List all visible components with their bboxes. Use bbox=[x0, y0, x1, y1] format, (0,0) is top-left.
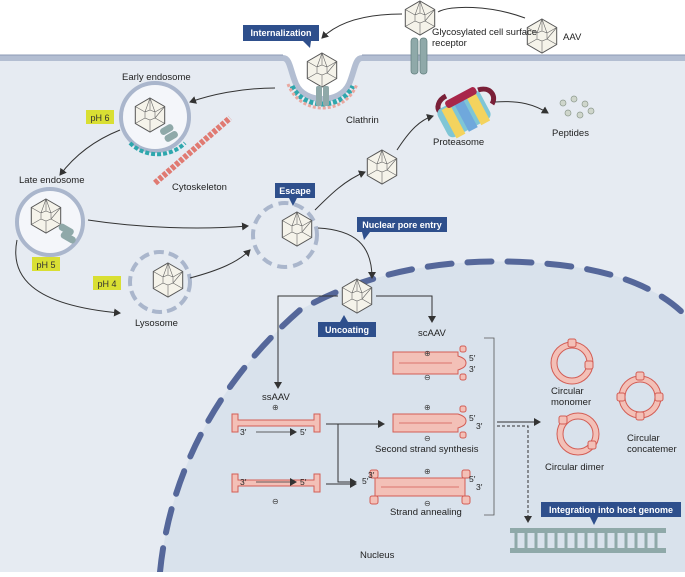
aav-capsid-pit bbox=[306, 52, 338, 88]
plasma-membrane bbox=[0, 55, 685, 102]
cytoskeleton-filament bbox=[153, 115, 232, 186]
late-endosome-label: Late endosome bbox=[19, 175, 85, 186]
host-genome-dna bbox=[510, 528, 666, 553]
receptor-right bbox=[419, 37, 428, 75]
lysosome-label: Lysosome bbox=[135, 318, 178, 329]
clathrin-coat bbox=[289, 84, 356, 107]
arrow-to-scaav bbox=[376, 295, 436, 323]
nuclear-pore-entry-label: Nuclear pore entry bbox=[362, 220, 442, 230]
ph5-badge bbox=[32, 257, 60, 271]
ph6-label: pH 6 bbox=[90, 113, 109, 123]
ssaav-bottom-5prime: 5′ bbox=[300, 477, 307, 487]
uncoating-label: Uncoating bbox=[325, 325, 369, 335]
proteasome-label: Proteasome bbox=[433, 137, 484, 148]
arrow-lysosome-to-escape bbox=[189, 249, 251, 279]
ssaav-top-3prime: 3′ bbox=[240, 427, 247, 437]
ssaav-strand-bottom bbox=[231, 473, 321, 493]
arrow-to-peptides bbox=[494, 101, 549, 114]
arrow-to-lysosome bbox=[15, 239, 121, 317]
arrow-escape-to-cytosol bbox=[314, 170, 366, 211]
scaav-3prime: 3′ bbox=[469, 364, 476, 374]
strand-annealing-label: Strand annealing bbox=[390, 507, 462, 518]
early-endosome-label: Early endosome bbox=[122, 72, 191, 83]
lysosome bbox=[128, 250, 192, 314]
arrow-to-late-endosome bbox=[59, 129, 121, 176]
nuclear-pore-entry-tag bbox=[357, 217, 447, 232]
scaav-hairpin bbox=[392, 345, 467, 381]
escape-tag bbox=[275, 183, 315, 198]
ssaav-top-plus: ⊕ bbox=[272, 403, 279, 412]
ssaav-label: ssAAV bbox=[262, 392, 290, 403]
escaping-vesicle bbox=[251, 201, 319, 269]
annealing-minus: ⊖ bbox=[424, 499, 431, 508]
integration-label: Integration into host genome bbox=[549, 505, 673, 515]
arrow-nuclear-entry bbox=[317, 227, 376, 279]
arrow-to-integration bbox=[497, 425, 532, 523]
peptides-dots bbox=[559, 95, 595, 119]
aav-capsid-bound bbox=[404, 0, 436, 36]
ph4-badge bbox=[93, 276, 121, 290]
aav-label: AAV bbox=[563, 32, 582, 43]
second-strand-5prime: 5′ bbox=[469, 413, 476, 423]
arrow-to-proteasome bbox=[396, 113, 434, 151]
escape-label: Escape bbox=[279, 186, 311, 196]
nucleus-label: Nucleus bbox=[360, 550, 395, 561]
label-line-2: receptor bbox=[432, 38, 467, 49]
second-strand-synthesis-label: Second strand synthesis bbox=[375, 444, 479, 455]
second-strand-minus: ⊖ bbox=[424, 434, 431, 443]
uncoating-tag bbox=[318, 322, 376, 337]
ph6-badge bbox=[86, 110, 114, 124]
ssaav-strand-top bbox=[231, 413, 321, 433]
receptor-left bbox=[410, 37, 419, 75]
scaav-plus: ⊕ bbox=[424, 349, 431, 358]
cytoskeleton-label: Cytoskeleton bbox=[172, 182, 227, 193]
internalization-tag bbox=[243, 25, 319, 41]
annealing-right-3prime: 3′ bbox=[476, 482, 483, 492]
second-strand-plus: ⊕ bbox=[424, 403, 431, 412]
scaav-label: scAAV bbox=[418, 328, 446, 339]
label-line-2: monomer bbox=[551, 397, 591, 408]
products-bracket bbox=[484, 337, 495, 516]
second-strand-3prime: 3′ bbox=[476, 421, 483, 431]
peptides-label: Peptides bbox=[552, 128, 589, 139]
arrow-to-pit bbox=[321, 13, 403, 39]
ph5-label: pH 5 bbox=[36, 260, 55, 270]
nuclear-envelope bbox=[157, 258, 685, 575]
arrow-to-early-endosome bbox=[189, 87, 276, 104]
scaav-5prime: 5′ bbox=[469, 353, 476, 363]
arrow-late-endosome-to-escape bbox=[87, 219, 249, 231]
proteasome bbox=[435, 86, 497, 139]
annealing-plus: ⊕ bbox=[424, 467, 431, 476]
ph4-label: pH 4 bbox=[97, 279, 116, 289]
ssaav-bottom-3prime: 3′ bbox=[240, 477, 247, 487]
label-line-2: concatemer bbox=[627, 444, 677, 455]
arrow-to-ssaav bbox=[274, 295, 338, 389]
ssaav-top-5prime: 5′ bbox=[300, 427, 307, 437]
scaav-minus: ⊖ bbox=[424, 373, 431, 382]
integration-tag bbox=[541, 502, 681, 517]
internalization-label: Internalization bbox=[250, 28, 311, 38]
second-strand-duplex bbox=[392, 405, 467, 439]
annealed-duplex bbox=[369, 469, 471, 505]
clathrin-label: Clathrin bbox=[346, 115, 379, 126]
ssaav-bottom-minus: ⊖ bbox=[272, 497, 279, 506]
arrow-bind bbox=[437, 6, 526, 19]
annealing-left-3prime: 3′ bbox=[368, 470, 375, 480]
annealing-left-5prime: 5′ bbox=[362, 476, 369, 486]
annealing-right-5prime: 5′ bbox=[469, 474, 476, 484]
circular-dimer-label: Circular dimer bbox=[545, 462, 604, 473]
